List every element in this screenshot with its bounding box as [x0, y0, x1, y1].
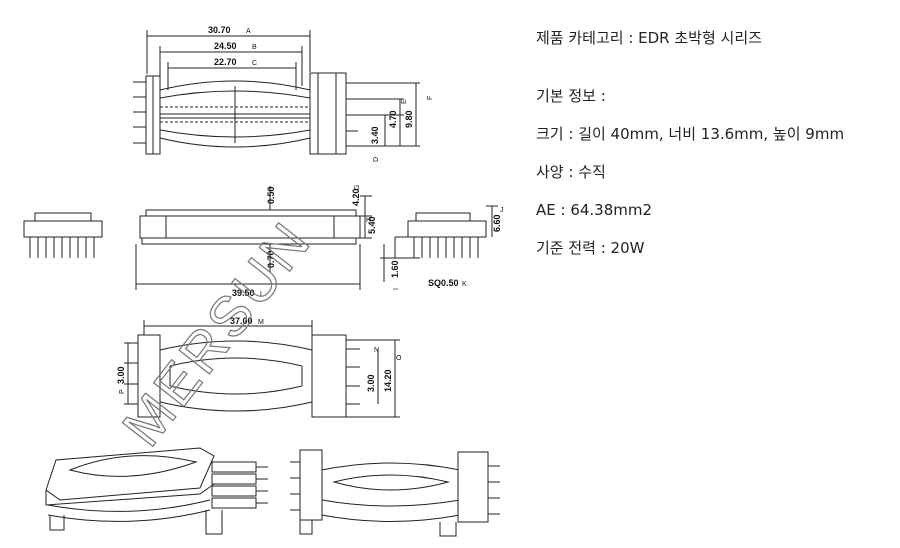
- dim-o-label: O: [396, 355, 402, 362]
- dim-n-value: 3.00: [366, 374, 376, 392]
- perspective-view-right: [290, 449, 500, 537]
- dim-j-value: 6.60: [492, 214, 502, 232]
- ae-text: AE : 64.38mm2: [536, 201, 653, 219]
- dim-j-label: J: [500, 207, 504, 214]
- dim-l-value: 39.50: [232, 288, 255, 298]
- dim-n-label: N: [374, 347, 379, 354]
- spec-text: 사양 : 수직: [536, 163, 606, 181]
- size-text: 크기 : 길이 40mm, 너비 13.6mm, 높이 9mm: [536, 125, 845, 143]
- dim-i-value: 1.60: [390, 260, 400, 278]
- dim-b-value: 24.50: [214, 41, 237, 51]
- bottom-view: [124, 320, 400, 418]
- dim-p-label: P: [119, 389, 126, 394]
- dim-i-label: I: [393, 288, 400, 290]
- dim-f-value: 9.80: [404, 110, 414, 128]
- dim-g-label: G: [354, 185, 361, 190]
- dim-o-value: 14.20: [383, 369, 393, 392]
- dim-c-label: C: [252, 60, 257, 67]
- dim-e-label: E: [401, 99, 408, 104]
- dim-d-label: D: [373, 157, 380, 162]
- dim-h-value: 5.40: [367, 216, 377, 234]
- side-view: [23, 186, 498, 290]
- category-text: 제품 카테고리 : EDR 초박형 시리즈: [536, 29, 762, 47]
- dim-side-top-value: 0.50: [266, 186, 276, 204]
- dim-c-value: 22.70: [214, 57, 237, 67]
- dim-m-value: 37.00: [230, 316, 253, 326]
- dim-side-mid-value: 0.70: [266, 250, 276, 268]
- watermark-text: MERSUN: [110, 208, 324, 457]
- dim-p-value: 3.00: [116, 366, 126, 384]
- dim-d-value: 3.40: [370, 126, 380, 144]
- dim-a-value: 30.70: [208, 25, 231, 35]
- dim-m-label: M: [258, 319, 264, 326]
- dim-e-value: 4.70: [388, 110, 398, 128]
- perspective-view-left: [45, 447, 268, 535]
- dim-a-label: A: [246, 28, 251, 35]
- basic-info-heading: 기본 정보 :: [536, 87, 606, 105]
- dim-f-label: F: [427, 96, 434, 100]
- dim-l-label: L: [260, 291, 264, 298]
- dim-h-label: H: [366, 217, 371, 224]
- dim-b-label: B: [252, 44, 257, 51]
- top-view: [133, 30, 420, 155]
- technical-drawing: 30.70 A 24.50 B 22.70 C 3.40 D 4.70 E 9.…: [23, 25, 504, 537]
- dim-k-value: SQ0.50: [428, 278, 459, 288]
- power-text: 기준 전력 : 20W: [536, 239, 645, 257]
- dim-g-value: 4.20: [351, 188, 361, 206]
- dim-k-label: K: [462, 281, 467, 288]
